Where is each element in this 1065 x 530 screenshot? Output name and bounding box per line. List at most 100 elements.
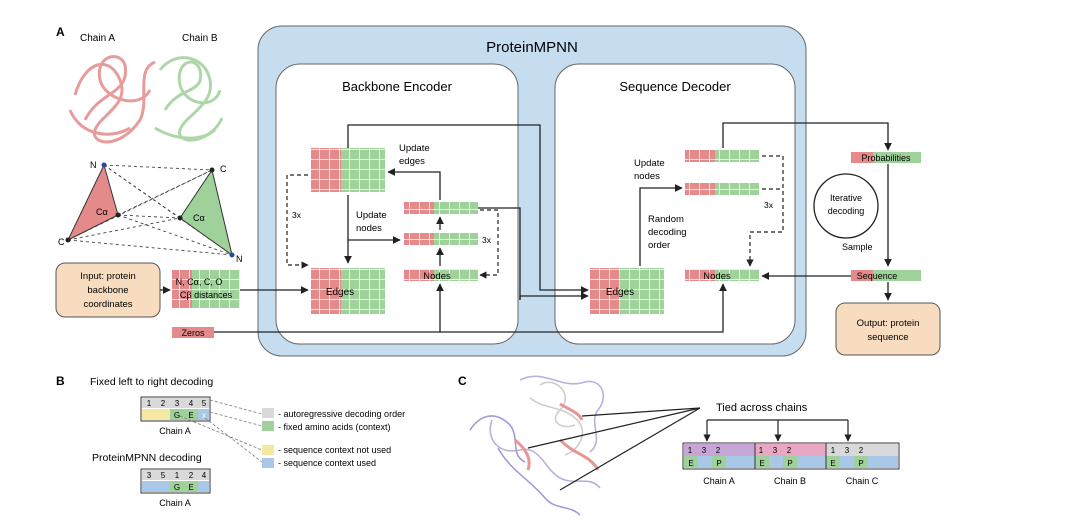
legend-swatch-green [262, 421, 274, 431]
tied-chain-c-label: Chain C [846, 476, 879, 486]
tied-c-order-2: 3 [845, 446, 850, 455]
enc-update-edges-2: edges [399, 156, 425, 167]
legend-swatch-grey [262, 408, 274, 418]
dec-node-row-1-red [685, 150, 715, 162]
feature-block-red [172, 270, 192, 308]
sequence-red [851, 270, 873, 281]
tied-b-order-3: 2 [787, 446, 792, 455]
input-line-3: coordinates [83, 299, 132, 310]
tied-a-aa-e: E [688, 459, 693, 468]
input-line-2: backbone [87, 285, 128, 296]
output-line-1: Output: protein [857, 318, 920, 329]
probabilities-label: Probabilities [861, 153, 911, 163]
fixed-chain-label: Chain A [159, 426, 191, 436]
chain-b-label: Chain B [182, 33, 218, 44]
decoder-dashed-loop [746, 155, 784, 267]
fixed-order-2: 2 [161, 399, 166, 408]
dec-nodes-green [715, 269, 759, 281]
dec-random-2: decoding [648, 227, 687, 238]
distances-line-2: Cβ distances [180, 290, 233, 300]
tied-c-order-3: 2 [859, 446, 864, 455]
iterative-line-1: Iterative [830, 193, 862, 203]
mpnn-order-3: 1 [175, 471, 180, 480]
enc-edges-green [341, 268, 385, 314]
dec-update-nodes-2: nodes [634, 171, 660, 182]
sample-label: Sample [842, 242, 873, 252]
zeros-block [172, 327, 214, 338]
tied-b-order-1: 1 [759, 446, 764, 455]
dec-update-nodes-1: Update [634, 158, 665, 169]
iterative-line-2: decoding [828, 206, 865, 216]
fixed-aa-g: G [174, 411, 180, 420]
enc-node-row-1-green [434, 202, 478, 214]
probabilities-green [873, 152, 921, 163]
probabilities-red [851, 152, 873, 163]
dec-edges-label: Edges [606, 287, 634, 298]
decoder-arrows [440, 122, 892, 333]
sequence-green [873, 270, 921, 281]
atom-n-left: N [90, 160, 97, 170]
enc-nodes-red [404, 269, 434, 281]
tied-a-order-1: 1 [688, 446, 693, 455]
enc-repeat-left: 3x [292, 210, 302, 220]
mpnn-decoding-grid [140, 468, 211, 494]
output-line-2: sequence [867, 332, 908, 343]
tied-b-aa-e: E [759, 459, 764, 468]
dec-edges-green [620, 268, 664, 314]
enc-top-red [311, 148, 341, 192]
mpnn-order-4: 2 [189, 471, 194, 480]
enc-node-row-1-red [404, 202, 434, 214]
enc-top-green [341, 148, 385, 192]
enc-node-row-2-green [434, 233, 478, 245]
dec-node-row-1-green [715, 150, 759, 162]
tied-c-order-1: 1 [831, 446, 836, 455]
panel-c-letter: C [458, 374, 467, 388]
dec-nodes-label: Nodes [703, 271, 731, 282]
dec-repeat: 3x [764, 200, 774, 210]
sequence-label: Sequence [857, 271, 898, 281]
input-line-1: Input: protein [80, 271, 135, 282]
output-box [835, 302, 941, 356]
tied-chain-grid [682, 442, 900, 470]
legend-connectors [174, 399, 263, 463]
dec-edges-red [590, 268, 620, 314]
chain-a-label: Chain A [80, 33, 115, 44]
proteinmpnn-title: ProteinMPNN [486, 39, 578, 56]
tied-arrows [703, 419, 852, 442]
enc-edges-label: Edges [326, 287, 354, 298]
mpnn-aa-g: G [174, 483, 180, 492]
backbone-triangles [65, 162, 235, 258]
fixed-aa-x: x [202, 411, 206, 420]
enc-edges-red [311, 268, 341, 314]
legend-swatch-yellow [262, 445, 274, 455]
panel-b-letter: B [56, 374, 65, 388]
legend-swatch-blue [262, 458, 274, 468]
enc-update-nodes-1: Update [356, 210, 387, 221]
tied-a-order-3: 2 [716, 446, 721, 455]
atom-n-right: N [236, 254, 243, 264]
encoder-dashed-loops [286, 174, 499, 279]
iterative-decoding-circle [813, 173, 879, 239]
feature-block-green [192, 270, 240, 308]
dec-random-1: Random [648, 214, 684, 225]
trimer-structure-image [469, 375, 604, 516]
dec-node-row-2-green [715, 183, 759, 195]
fixed-order-3: 3 [175, 399, 180, 408]
protein-structure-image [68, 55, 224, 144]
enc-update-nodes-2: nodes [356, 223, 382, 234]
tied-b-aa-p: P [787, 459, 792, 468]
dec-node-row-2-red [685, 183, 715, 195]
fixed-order-5: 5 [202, 399, 207, 408]
enc-nodes-label: Nodes [423, 271, 451, 282]
mpnn-chain-label: Chain A [159, 498, 191, 508]
atom-c-right: C [220, 164, 227, 174]
legend-text-3: - sequence context not used [278, 445, 391, 455]
enc-nodes-green [434, 269, 478, 281]
enc-node-row-2-red [404, 233, 434, 245]
tied-chain-b-label: Chain B [774, 476, 806, 486]
tied-c-aa-p: P [858, 459, 863, 468]
fixed-order-4: 4 [189, 399, 194, 408]
decoder-title: Sequence Decoder [619, 79, 731, 94]
